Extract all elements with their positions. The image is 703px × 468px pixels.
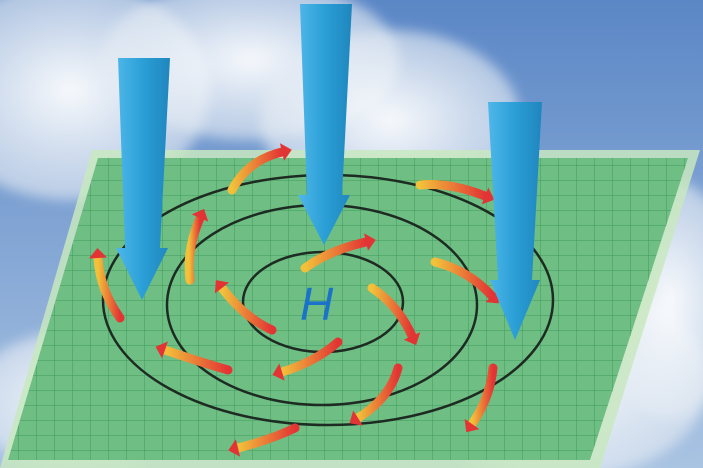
arrowhead-icon <box>155 341 168 359</box>
arrowhead-icon <box>214 280 230 294</box>
arrowhead-icon <box>89 248 107 259</box>
arrowhead-icon <box>228 439 241 457</box>
curved-arrow-icon <box>277 337 343 377</box>
curved-arrow-icon <box>233 423 300 453</box>
down-arrow-icon <box>298 4 352 245</box>
down-arrow-icon <box>116 58 170 300</box>
arrowhead-icon <box>481 187 495 205</box>
ground-plane <box>0 150 700 468</box>
arrowhead-icon <box>272 363 285 381</box>
outflow-arrows <box>89 143 499 457</box>
curved-arrow-icon <box>353 363 403 423</box>
down-arrow-icon <box>488 102 542 340</box>
curved-arrow-icon <box>430 257 497 301</box>
arrowhead-icon <box>191 208 209 222</box>
curved-arrow-icon <box>227 147 287 195</box>
curved-arrow-icon <box>415 180 490 201</box>
arrowhead-icon <box>403 332 421 346</box>
curved-arrow-icon <box>467 363 498 429</box>
arrowhead-icon <box>349 410 363 426</box>
curved-arrow-icon <box>217 283 277 335</box>
arrowhead-icon <box>485 289 499 304</box>
downdraft-arrows <box>116 4 542 340</box>
arrowhead-icon <box>364 233 376 251</box>
curved-arrow-icon <box>300 237 371 273</box>
arrowhead-icon <box>279 143 292 161</box>
high-pressure-label: H <box>300 278 334 330</box>
arrowhead-icon <box>464 418 480 433</box>
curved-arrow-icon <box>160 345 233 375</box>
curved-arrow-icon <box>367 283 417 341</box>
curved-arrow-icon <box>93 253 125 323</box>
curved-arrow-icon <box>184 213 205 285</box>
